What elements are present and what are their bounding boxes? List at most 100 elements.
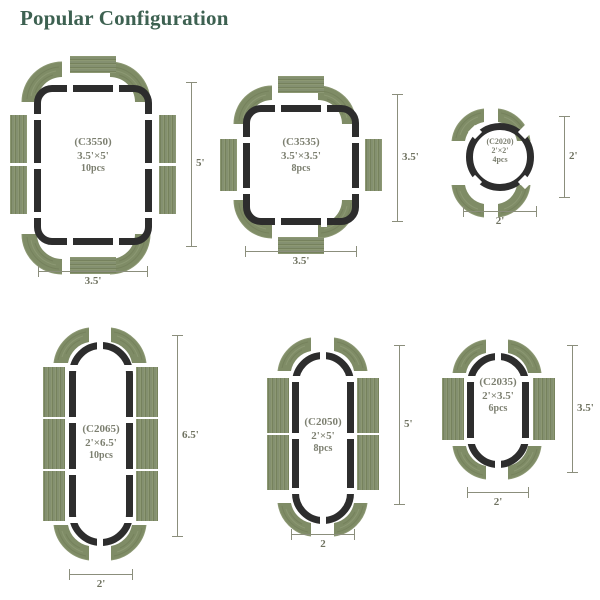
edge-piece-left-2: [267, 435, 289, 490]
corner-piece-bottom-left: [268, 500, 314, 546]
edge-piece-right: [365, 139, 382, 191]
width-dimension: 2': [467, 483, 557, 513]
configuration-code: (C2035): [479, 376, 517, 388]
frame-gap: [32, 212, 43, 218]
frame-gap: [520, 376, 531, 382]
configuration-c3550[interactable]: (C3550) 3.5'×5' 10pcs 3.5' 5': [0, 52, 205, 292]
frame-gap: [345, 376, 356, 382]
frame-gap: [321, 216, 327, 227]
configuration-label: (C2035) 2'×3.5' 6pcs: [453, 375, 543, 416]
configuration-label: (C3535) 3.5'×3.5' 8pcs: [243, 135, 359, 176]
edge-piece-top: [70, 56, 116, 73]
configuration-pieces: 8pcs: [313, 443, 333, 455]
edge-piece-left: [220, 139, 237, 191]
width-dimension-label: 2': [493, 496, 503, 508]
width-dimension: 3.5': [245, 242, 365, 272]
configuration-c2050[interactable]: (C2050) 2'×5' 8pcs 2 5': [245, 320, 435, 570]
width-dimension: 2': [69, 565, 159, 595]
width-dimension-label: 3.5': [84, 275, 102, 287]
frame-gap: [124, 469, 135, 475]
corner-piece-top-left: [18, 58, 64, 104]
configuration-code: (C3550): [74, 136, 112, 148]
configuration-c2065[interactable]: (C2065) 2'×6.5' 10pcs 2' 6.5': [8, 310, 208, 590]
width-dimension: 3.5': [38, 262, 158, 292]
edge-piece-left-2: [43, 419, 65, 469]
frame-gap: [32, 163, 43, 169]
corner-piece-top-left: [44, 318, 92, 366]
frame-gap: [241, 188, 252, 194]
table-frame: [243, 105, 359, 225]
edge-piece-top: [278, 76, 324, 93]
configuration-c2035[interactable]: (C2035) 2'×3.5' 6pcs 2' 3.5': [425, 325, 600, 555]
configuration-code: (C2065): [82, 423, 120, 435]
width-dimension: 2: [291, 525, 381, 555]
frame-gap: [241, 137, 252, 143]
frame-gap: [97, 537, 103, 548]
configuration-pieces: 6pcs: [488, 403, 508, 415]
height-dimension: 3.5': [563, 345, 600, 490]
edge-piece-left: [442, 378, 464, 440]
configuration-label: (C2050) 2'×5' 8pcs: [278, 415, 368, 456]
edge-piece-right: [533, 378, 555, 440]
configuration-pieces: 10pcs: [89, 450, 113, 462]
frame-gap: [67, 365, 78, 371]
configuration-size: 2'×6.5': [85, 437, 117, 450]
frame-gap: [495, 459, 501, 470]
frame-gap: [275, 103, 281, 114]
height-dimension-label: 5': [404, 418, 413, 430]
configuration-code: (C2050): [304, 416, 342, 428]
corner-piece-top-right: [505, 330, 551, 376]
corner-piece-bottom-left: [18, 232, 64, 278]
frame-gap: [290, 376, 301, 382]
height-dimension-label: 5': [196, 157, 205, 169]
corner-piece-bottom-right: [505, 443, 551, 489]
frame-gap: [67, 417, 78, 423]
frame-gap: [465, 376, 476, 382]
corner-piece-bottom-right: [108, 522, 156, 570]
frame-gap: [97, 340, 103, 351]
edge-piece-right-1: [357, 378, 379, 433]
height-dimension: 3.5': [388, 94, 419, 234]
width-dimension-label: 2': [96, 578, 106, 590]
corner-piece-top-left: [268, 328, 314, 374]
corner-piece-bottom-right: [495, 182, 539, 226]
frame-gap: [143, 114, 154, 120]
edge-piece-right-3: [136, 471, 158, 521]
frame-gap: [124, 365, 135, 371]
frame-gap: [67, 83, 73, 94]
configuration-c3535[interactable]: (C3535) 3.5'×3.5' 8pcs 3.5' 3.5': [212, 52, 419, 292]
edge-piece-left-3: [43, 471, 65, 521]
height-dimension-label: 2': [569, 150, 578, 162]
frame-gap: [143, 212, 154, 218]
corner-piece-top-right: [331, 328, 377, 374]
height-dimension-label: 6.5': [182, 429, 199, 441]
frame-gap: [67, 517, 78, 523]
width-dimension: 2': [463, 202, 553, 232]
configuration-label: (C2065) 2'×6.5' 10pcs: [55, 422, 147, 463]
height-dimension: 5': [390, 345, 430, 535]
height-dimension-label: 3.5': [577, 402, 594, 414]
frame-gap: [113, 83, 119, 94]
frame-gap: [290, 433, 301, 439]
edge-piece-right-1: [136, 367, 158, 417]
frame-gap: [495, 351, 501, 362]
frame-gap: [124, 417, 135, 423]
edge-piece-right-2: [357, 435, 379, 490]
corner-piece-bottom-right: [331, 500, 377, 546]
edge-piece-left-2: [10, 166, 27, 214]
corner-piece-bottom-left: [44, 522, 92, 570]
configuration-size: 3.5'×3.5': [281, 150, 321, 163]
configuration-c2020[interactable]: (C2020) 2'×2' 4pcs 2' 2': [425, 90, 600, 240]
frame-gap: [320, 515, 326, 526]
configuration-size: 2'×2': [491, 146, 509, 156]
frame-gap: [67, 469, 78, 475]
frame-gap: [345, 433, 356, 439]
edge-piece-right-1: [159, 115, 176, 163]
corner-piece-bottom-left: [443, 182, 487, 226]
edge-piece-right-2: [136, 419, 158, 469]
frame-gap: [520, 438, 531, 444]
edge-piece-bottom: [70, 257, 116, 274]
width-dimension-label: 2': [495, 215, 505, 227]
frame-gap: [465, 438, 476, 444]
edge-piece-bottom: [278, 237, 324, 254]
